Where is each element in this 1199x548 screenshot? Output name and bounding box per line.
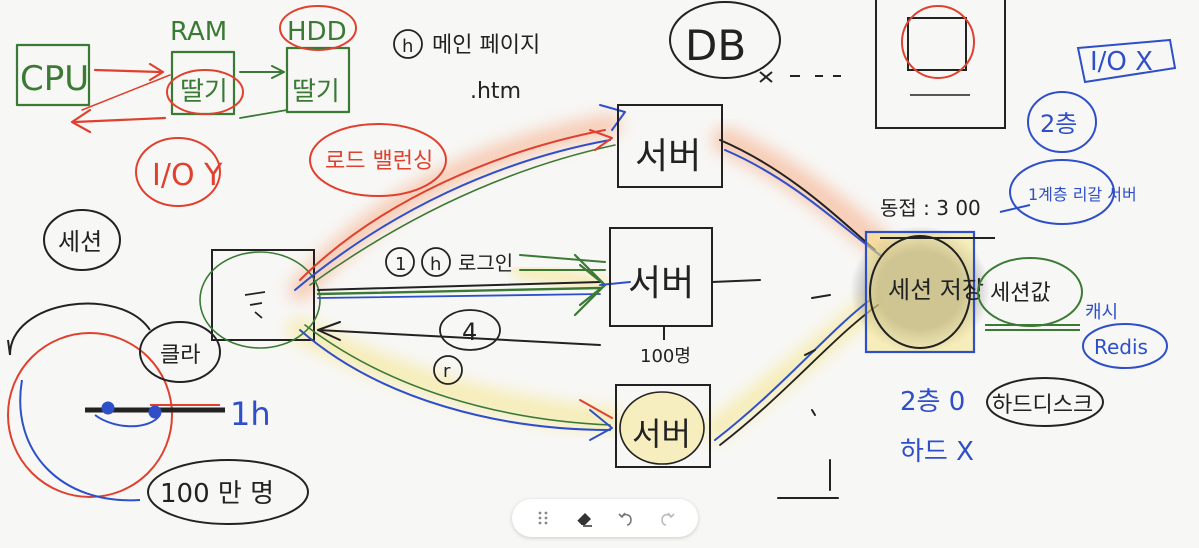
hdd-label: HDD (287, 17, 347, 47)
load-balancer-box (199, 249, 321, 349)
circle-1-label: 1 (395, 254, 406, 275)
htm-label: .htm (470, 79, 521, 104)
concurrent-label: 동접 : 3 00 (880, 196, 981, 220)
undo-button[interactable] (611, 503, 641, 533)
million-circle (147, 459, 309, 525)
cache-label: 캐시 (1085, 302, 1118, 323)
io-x-frame (1076, 38, 1177, 84)
load-balancer-circle (309, 123, 447, 197)
connection-arrows (294, 104, 881, 499)
level2-note-circle (1009, 159, 1115, 225)
session-value-lines (985, 324, 1080, 331)
db-label: DB (685, 21, 746, 70)
eraser-icon (576, 513, 593, 527)
session-store-label: 세션 저장 (888, 276, 984, 304)
circle-r-label: r (443, 361, 451, 382)
ram-box-label: 딸기 (180, 77, 228, 107)
hard-disk-circle (986, 377, 1104, 427)
million-label: 100 만 명 (160, 479, 274, 509)
circle-4 (439, 309, 501, 351)
circle-h-label: h (430, 254, 441, 275)
server-mid-box (609, 227, 713, 340)
server-bottom-box (615, 384, 711, 468)
session-store-box (864, 230, 995, 354)
circle-1 (385, 247, 415, 277)
server-bottom-label: 서버 (632, 415, 691, 453)
level-2-circle (1027, 91, 1097, 153)
db-dashes (759, 71, 841, 83)
cpu-ram-hdd-sketch (15, 5, 357, 134)
level-2-label: 2층 (1040, 110, 1077, 138)
hdd-box-label: 딸기 (292, 77, 340, 107)
session-left-circle (43, 209, 121, 271)
top-right-box (875, 0, 1006, 129)
hundred-people-label: 100명 (640, 346, 691, 367)
session-left-label: 세션 (58, 228, 102, 256)
redo-button[interactable] (652, 503, 682, 533)
hard-x-label: 하드 X (900, 437, 974, 467)
circle-r (433, 355, 463, 385)
redis-label: Redis (1094, 335, 1148, 359)
hard-disk-label: 하드디스크 (992, 393, 1093, 418)
server-top-label: 서버 (635, 136, 701, 177)
drag-handle[interactable] (528, 503, 558, 533)
cpu-label: CPU (20, 59, 89, 99)
redo-icon (661, 512, 675, 526)
drawing-toolbar (512, 499, 698, 537)
io-x-label: I/O X (1090, 47, 1153, 77)
time-1h-label: 1h (230, 395, 271, 433)
client-globe (7, 302, 225, 502)
undo-icon (618, 512, 632, 526)
login-label: 로그인 (458, 251, 513, 275)
level2-note: 1계층 리갈 서버 (1028, 185, 1137, 204)
io-y-label: I/O Y (152, 158, 223, 193)
main-page-label: 메인 페이지 (432, 33, 540, 58)
load-balancer-label: 로드 밸런싱 (325, 149, 433, 174)
main-page-num: h (402, 36, 413, 57)
eraser-button[interactable] (569, 503, 599, 533)
client-label-circle (139, 321, 221, 383)
circle-h (421, 247, 451, 277)
level2-zero-label: 2층 0 (900, 387, 965, 417)
session-value-label: 세션값 (990, 281, 1051, 306)
drag-handle-icon (538, 511, 548, 525)
ram-label: RAM (170, 17, 227, 47)
concurrent-underline (999, 204, 1031, 213)
io-y-circle (135, 137, 221, 207)
db-circle (669, 1, 781, 79)
client-label: 클라 (160, 343, 200, 368)
server-top-box (617, 104, 723, 188)
circle-4-label: 4 (462, 318, 477, 346)
main-page-num-circle (393, 29, 423, 59)
server-mid-label: 서버 (628, 263, 694, 304)
redis-circle (1082, 323, 1168, 369)
